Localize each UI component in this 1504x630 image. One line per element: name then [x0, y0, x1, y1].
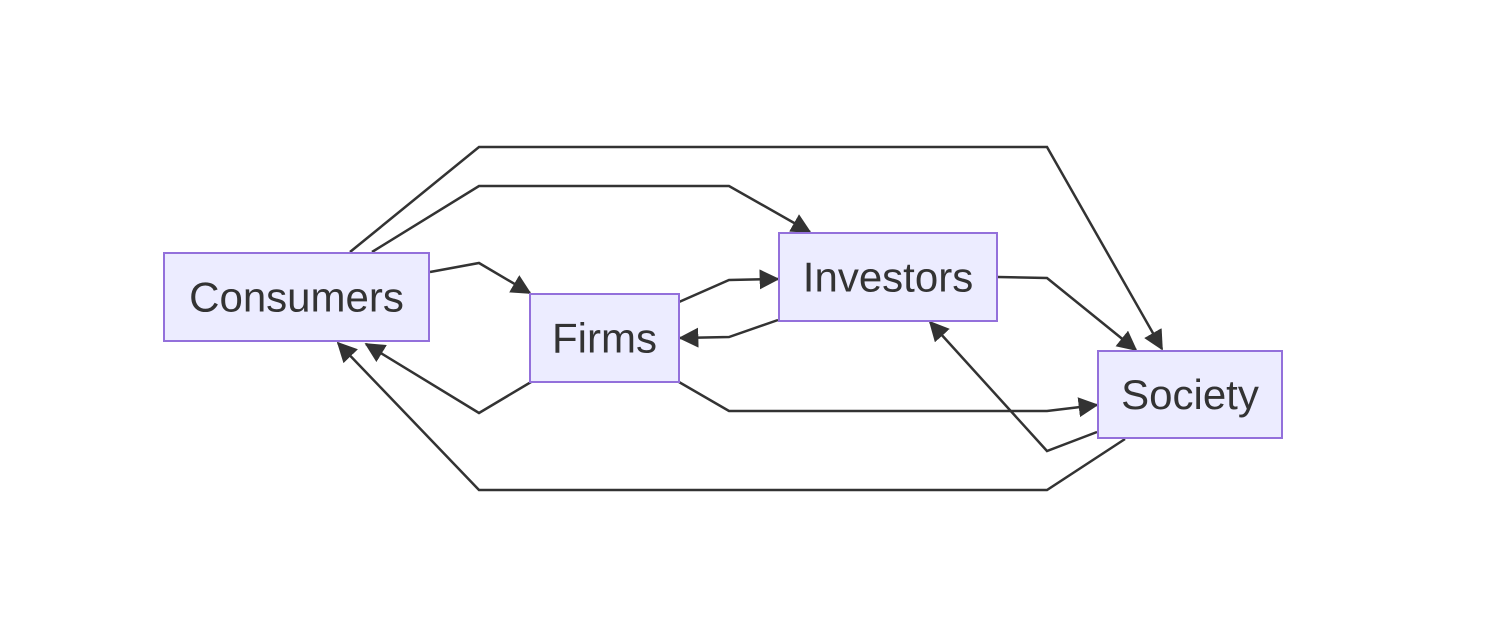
edge-consumers-to-society[interactable]: [349, 145, 1164, 351]
edge-firms-to-society[interactable]: [678, 380, 1099, 418]
node-investors-label: Investors: [803, 254, 973, 301]
node-consumers-label: Consumers: [189, 274, 404, 321]
edge-investors-to-society[interactable]: [997, 275, 1138, 352]
edge-consumers-to-investors[interactable]: [371, 184, 812, 254]
edge-firms-to-investors[interactable]: [678, 269, 780, 304]
node-investors-box[interactable]: [778, 232, 998, 322]
node-consumers[interactable]: Consumers: [163, 252, 430, 342]
node-firms-box[interactable]: [529, 293, 680, 383]
node-society-box[interactable]: [1097, 350, 1283, 439]
node-firms[interactable]: Firms: [529, 293, 680, 383]
node-society-label: Society: [1121, 371, 1259, 418]
edge-consumers-to-firms[interactable]: [429, 261, 532, 295]
edge-society-to-investors[interactable]: [928, 320, 1098, 453]
node-firms-label: Firms: [552, 315, 657, 362]
node-investors[interactable]: Investors: [778, 232, 998, 322]
edge-society-to-consumers[interactable]: [336, 341, 1126, 492]
edge-firms-to-consumers[interactable]: [364, 342, 532, 415]
node-consumers-box[interactable]: [163, 252, 430, 342]
node-society[interactable]: Society: [1097, 350, 1283, 439]
edges: [336, 145, 1164, 492]
edge-investors-to-firms[interactable]: [678, 318, 779, 348]
